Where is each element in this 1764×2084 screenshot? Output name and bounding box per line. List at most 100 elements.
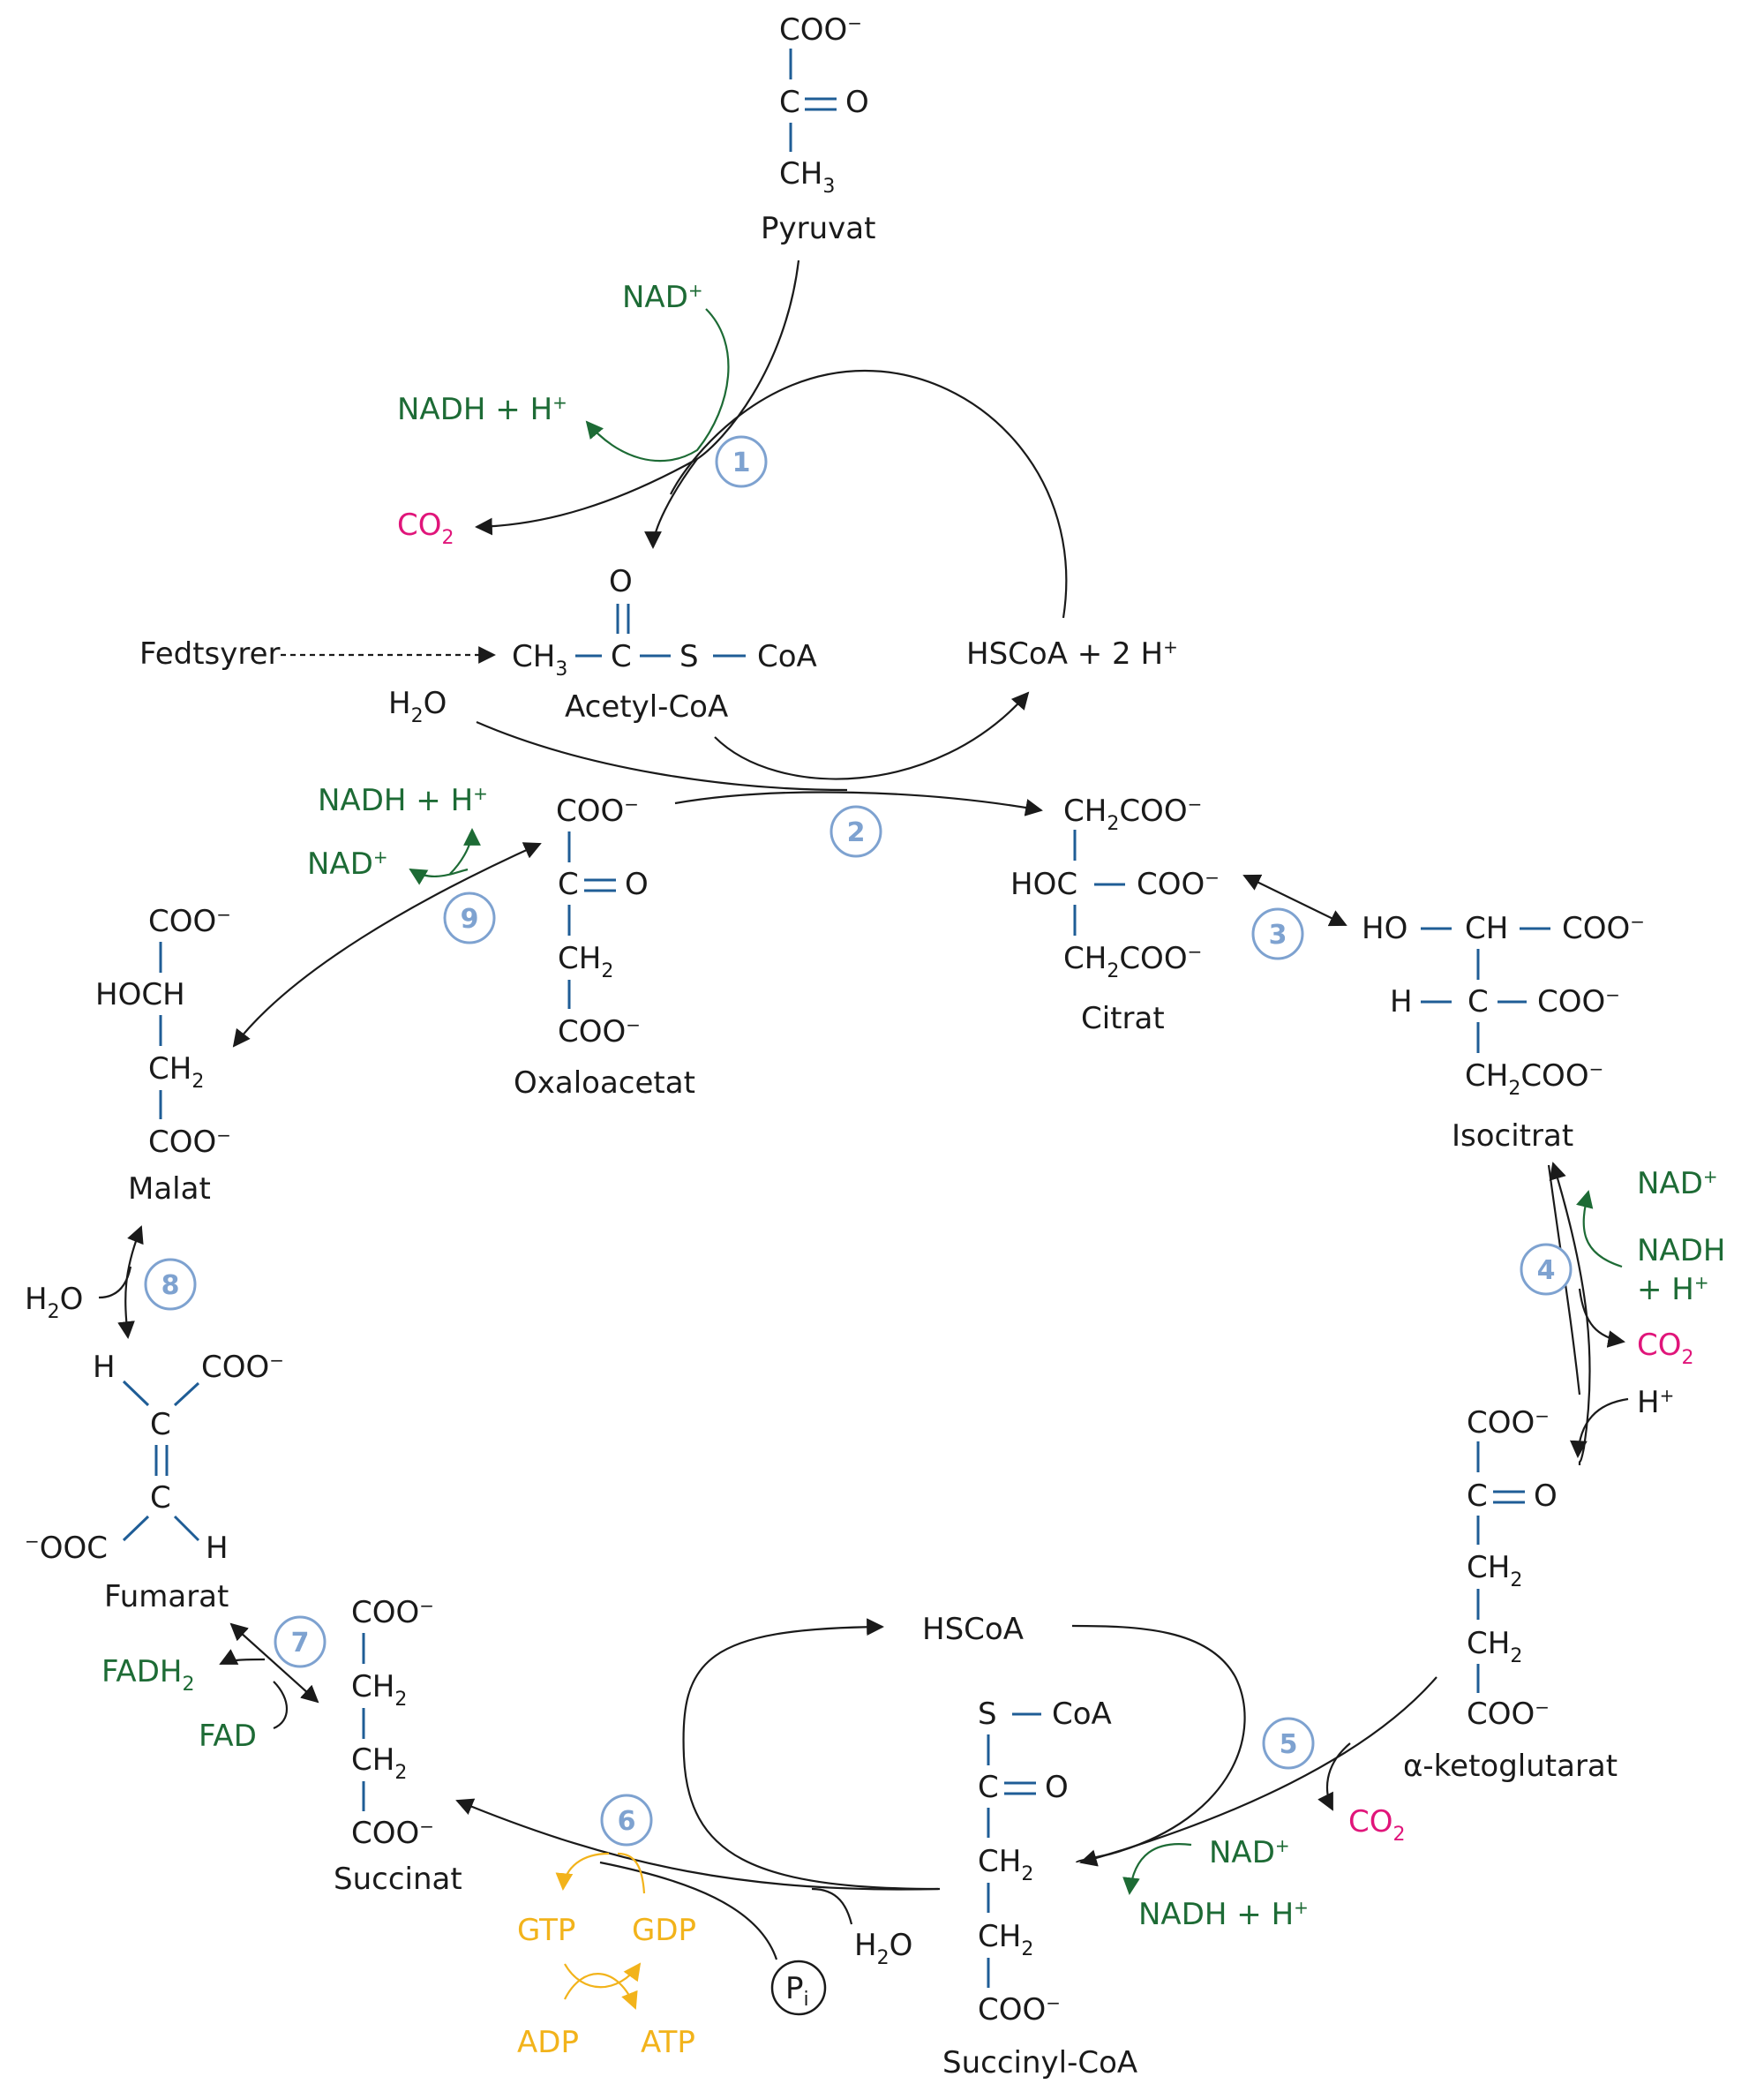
label-succinyl-coa: Succinyl-CoA	[942, 2045, 1137, 2080]
svg-text:CH2: CH2	[351, 1669, 407, 1711]
label-fedtsyrer: Fedtsyrer	[139, 636, 281, 672]
nadh-9: NADH + H+	[318, 783, 488, 818]
svg-text:8: 8	[161, 1270, 180, 1301]
svg-text:6: 6	[618, 1806, 636, 1837]
svg-text:C: C	[978, 1770, 999, 1805]
svg-text:CH2COO−: CH2COO−	[1465, 1058, 1603, 1100]
molecule-acetyl-coa: O CH3 C S CoA Acetyl-CoA	[512, 564, 817, 725]
label-oxaloacetat: Oxaloacetat	[514, 1065, 695, 1101]
co2-4: CO2	[1637, 1328, 1694, 1369]
svg-text:COO−: COO−	[351, 1595, 434, 1630]
hscoa-loop	[682, 1618, 939, 1891]
nad-9: NAD+	[307, 846, 388, 882]
svg-text:CH2: CH2	[978, 1844, 1033, 1885]
svg-text:COO−: COO−	[1467, 1697, 1550, 1732]
phosphate-pi: Pi	[770, 1960, 827, 2016]
svg-text:COO−: COO−	[351, 1816, 434, 1851]
svg-text:CoA: CoA	[1052, 1697, 1112, 1732]
fad: FAD	[199, 1719, 257, 1754]
svg-text:−OOC: −OOC	[25, 1531, 108, 1566]
hscoa-2h: HSCoA + 2 H+	[966, 636, 1178, 672]
label-acetyl-coa: Acetyl-CoA	[565, 689, 728, 725]
svg-text:CH: CH	[1465, 911, 1508, 946]
label-pyruvat: Pyruvat	[761, 211, 875, 246]
molecule-malat: COO− HOCH CH2 COO− Malat	[95, 904, 231, 1207]
nad-1: NAD+	[622, 280, 703, 315]
nadh-5: NADH + H+	[1138, 1897, 1309, 1932]
label-citrat: Citrat	[1081, 1001, 1165, 1036]
svg-text:CH2: CH2	[558, 941, 613, 982]
reaction-step-9	[232, 828, 542, 1048]
svg-text:COO−: COO−	[1562, 911, 1645, 946]
svg-text:S: S	[978, 1697, 997, 1732]
svg-text:COO−: COO−	[978, 1992, 1061, 2028]
svg-text:1: 1	[732, 448, 751, 478]
nad-5: NAD+	[1209, 1835, 1290, 1870]
svg-text:COO−: COO−	[148, 904, 231, 939]
svg-text:C: C	[558, 867, 579, 902]
svg-text:3: 3	[1269, 920, 1287, 951]
atp: ATP	[641, 2025, 695, 2060]
label-fumarat: Fumarat	[104, 1579, 229, 1614]
nad-4: NAD+	[1637, 1166, 1718, 1201]
svg-text:COO−: COO−	[148, 1125, 231, 1160]
svg-text:4: 4	[1537, 1255, 1556, 1286]
step-7-badge: 7	[274, 1615, 327, 1668]
h-plus-4: H+	[1637, 1385, 1674, 1420]
svg-text:2: 2	[847, 817, 866, 848]
step-8-badge: 8	[144, 1258, 197, 1311]
svg-text:COO−: COO−	[558, 1014, 641, 1050]
reaction-step-1	[475, 260, 1068, 619]
svg-text:C: C	[611, 639, 632, 674]
svg-text:5: 5	[1280, 1729, 1298, 1760]
svg-text:CH2: CH2	[148, 1051, 204, 1093]
molecule-pyruvat: COO− C O CH3 Pyruvat	[761, 12, 875, 246]
svg-text:COO−: COO−	[1137, 867, 1220, 902]
gtp: GTP	[517, 1913, 575, 1948]
adp: ADP	[517, 2025, 579, 2060]
step-6-badge: 6	[600, 1794, 653, 1847]
step-9-badge: 9	[443, 892, 496, 944]
svg-text:CH3: CH3	[512, 639, 567, 681]
svg-text:O: O	[625, 867, 649, 902]
svg-text:CH2: CH2	[978, 1919, 1033, 1960]
svg-text:COO−: COO−	[779, 12, 862, 48]
step-4-badge: 4	[1520, 1243, 1573, 1296]
co2-5: CO2	[1348, 1804, 1406, 1846]
svg-text:C: C	[150, 1480, 171, 1516]
svg-text:CH2: CH2	[1467, 1626, 1522, 1667]
nadh-4: NADH	[1637, 1233, 1725, 1268]
svg-text:S: S	[679, 639, 699, 674]
svg-text:CH3: CH3	[779, 156, 835, 198]
svg-text:O: O	[609, 564, 633, 599]
svg-text:H2O: H2O	[388, 686, 447, 727]
step-1-badge: 1	[715, 435, 768, 488]
svg-text:O: O	[1534, 1478, 1558, 1514]
svg-text:HO: HO	[1362, 911, 1407, 946]
svg-text:CH2: CH2	[351, 1742, 407, 1784]
svg-text:COO−: COO−	[556, 794, 639, 829]
gdp: GDP	[632, 1913, 696, 1948]
svg-text:CH2: CH2	[1467, 1550, 1522, 1591]
label-succinat: Succinat	[334, 1862, 462, 1897]
label-alpha-ketoglutarat: α-ketoglutarat	[1403, 1749, 1618, 1784]
svg-text:C: C	[1467, 1478, 1488, 1514]
svg-text:H: H	[93, 1350, 116, 1385]
molecule-alpha-ketoglutarat: COO− C O CH2 CH2 COO− α-ketoglutarat	[1403, 1405, 1618, 1784]
reaction-step-5	[1071, 1624, 1437, 1895]
svg-text:H: H	[206, 1531, 229, 1566]
reaction-step-6	[455, 1798, 941, 2010]
label-isocitrat: Isocitrat	[1452, 1118, 1573, 1154]
hscoa-6: HSCoA	[922, 1612, 1024, 1647]
svg-text:Pi: Pi	[785, 1971, 809, 2011]
svg-text:HOCH: HOCH	[95, 977, 185, 1012]
svg-text:C: C	[779, 85, 800, 120]
molecule-isocitrat: HO CH COO− H C COO− CH2COO− Isocitrat	[1362, 911, 1645, 1154]
svg-text:CH2COO−: CH2COO−	[1063, 941, 1202, 982]
molecule-fumarat: H COO− C C −OOC H Fumarat	[25, 1350, 284, 1614]
svg-text:H: H	[1390, 984, 1413, 1019]
reaction-step-7	[219, 1622, 319, 1730]
label-malat: Malat	[128, 1171, 211, 1207]
h2o-6: H2O	[854, 1928, 912, 1969]
